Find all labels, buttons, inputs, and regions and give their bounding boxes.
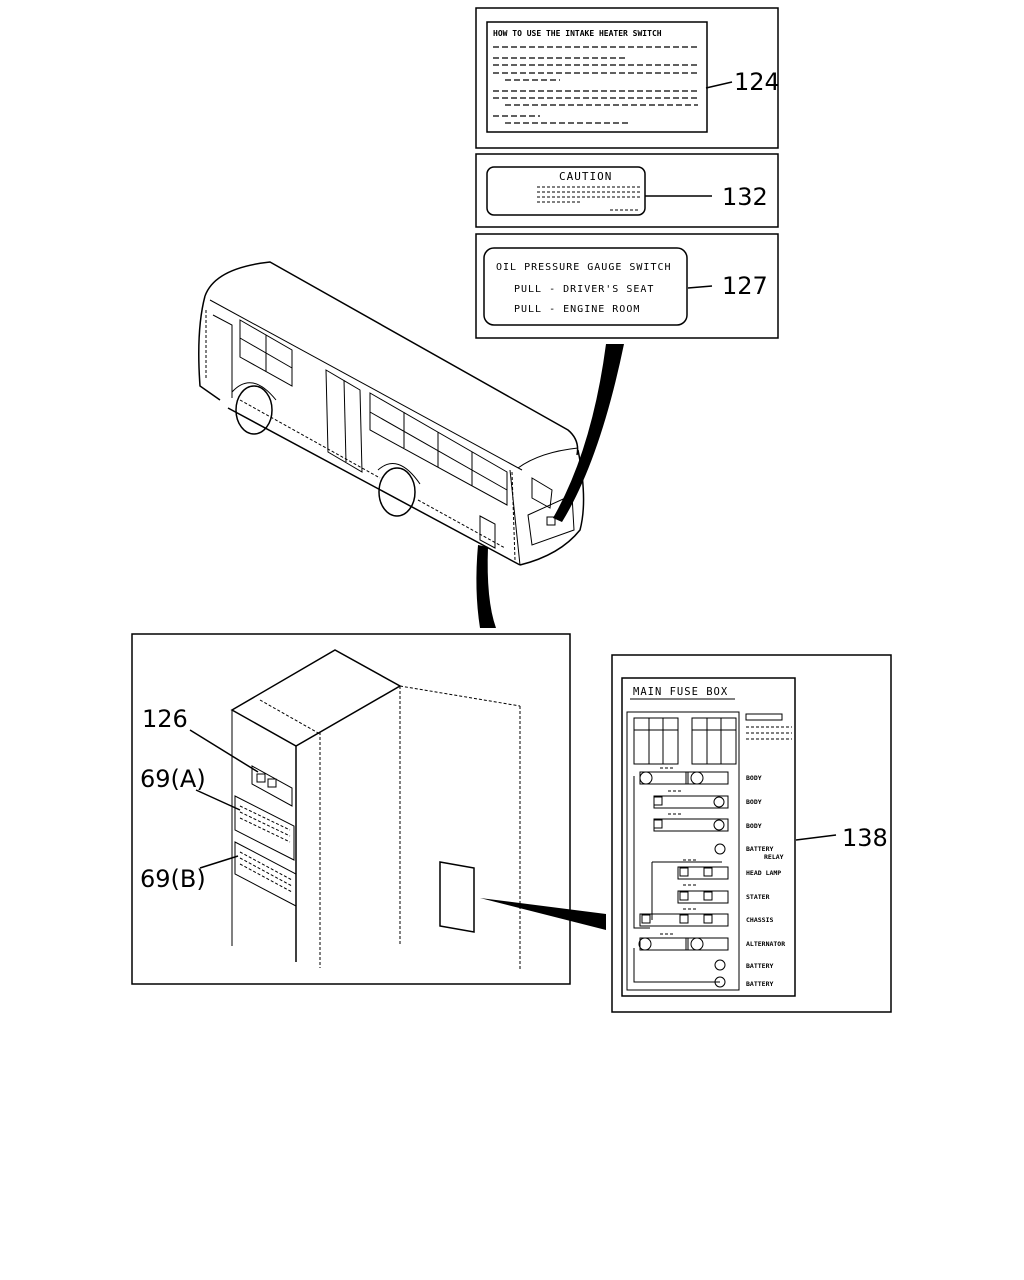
pointer-wedge-bottom bbox=[480, 898, 606, 930]
label-127-line3: PULL - ENGINE ROOM bbox=[514, 304, 640, 315]
fuse-row-label: BODY bbox=[746, 822, 762, 830]
pointer-wedge-top bbox=[553, 344, 624, 522]
fuse-row-label: ALTERNATOR bbox=[746, 940, 785, 948]
label-132-title: CAUTION bbox=[559, 170, 612, 183]
fuse-box-title: MAIN FUSE BOX bbox=[633, 686, 728, 698]
label-127-line1: OIL PRESSURE GAUGE SWITCH bbox=[496, 262, 672, 273]
fuse-row-label: RELAY bbox=[764, 853, 784, 861]
pointer-wedge-middle bbox=[476, 545, 496, 628]
fuse-row-label: BODY bbox=[746, 798, 762, 806]
fuse-row-label: STATER bbox=[746, 893, 770, 901]
callout-132: 132 bbox=[722, 183, 768, 211]
fuse-row-label: BATTERY bbox=[746, 845, 773, 853]
bus-illustration bbox=[198, 261, 585, 566]
callout-69b: 69(B) bbox=[140, 865, 206, 893]
fuse-row-label: BATTERY bbox=[746, 980, 773, 988]
detail-view-panel bbox=[131, 633, 571, 985]
fuse-row-label: BATTERY bbox=[746, 962, 773, 970]
callout-69a: 69(A) bbox=[140, 765, 206, 793]
label-127-line2: PULL - DRIVER'S SEAT bbox=[514, 284, 654, 295]
label-132-panel: CAUTION bbox=[475, 153, 779, 228]
label-124-panel: HOW TO USE THE INTAKE HEATER SWITCH bbox=[475, 7, 779, 149]
fuse-box-panel: MAIN FUSE BOX bbox=[611, 654, 892, 1013]
label-127-panel: OIL PRESSURE GAUGE SWITCH PULL - DRIVER'… bbox=[475, 233, 779, 339]
fuse-row-label: CHASSIS bbox=[746, 916, 773, 924]
callout-124: 124 bbox=[734, 68, 780, 96]
callout-138: 138 bbox=[842, 824, 888, 852]
callout-127: 127 bbox=[722, 272, 768, 300]
label-124-title: HOW TO USE THE INTAKE HEATER SWITCH bbox=[493, 29, 662, 38]
fuse-row-label: HEAD LAMP bbox=[746, 869, 781, 877]
fuse-row-label: BODY bbox=[746, 774, 762, 782]
callout-126: 126 bbox=[142, 705, 188, 733]
